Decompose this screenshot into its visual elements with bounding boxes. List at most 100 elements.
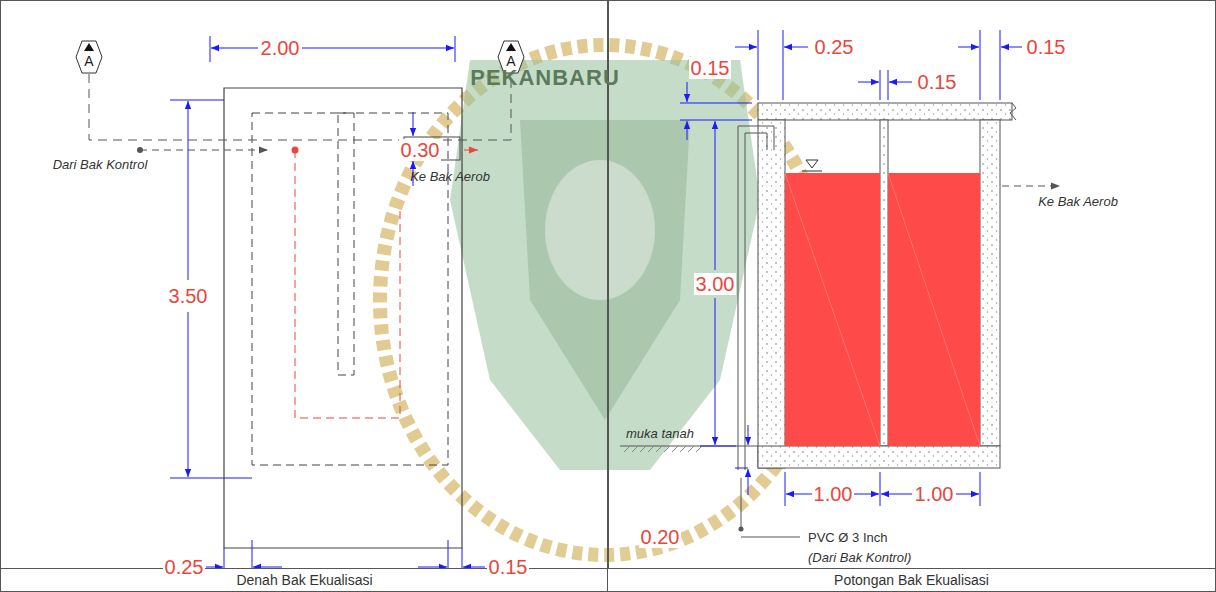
section-cut-line [89,74,511,140]
section-view-part [758,446,1000,468]
section-marker: A [75,40,103,74]
section-dimension-lines-part [880,70,881,100]
watermark-logo-part [520,120,690,420]
section-dimension-lines-part [687,82,688,102]
section-letter: A [75,53,103,69]
section-dimension-lines-part [758,30,759,100]
direction-triangle [506,43,516,51]
section-view-part [785,173,880,446]
plan-dimension-lines-part [170,478,252,479]
dimension-value: 0.20 [639,526,682,548]
view-panel: Potongan Bak Ekualisasi [607,0,1216,592]
hexagon-shape [76,41,102,73]
dimension-value: 0.25 [813,36,856,58]
plan-dimension-lines-part [188,312,189,477]
section-dimension-lines-part [785,472,786,506]
section-dimension-lines [680,30,1022,506]
section-view-part [980,120,1000,446]
plan-dimension-lines-part [302,48,454,49]
section-dimension-lines-part [735,47,757,48]
section-view-part [738,126,774,470]
section-view-part [745,133,767,470]
section-view-part [741,478,742,527]
section-view-part [888,173,980,446]
section-dimension-lines-part [715,298,716,445]
plan-view-part [338,113,354,375]
dimension-value: 0.15 [1025,36,1068,58]
plan-dimension-lines-part [455,36,456,62]
watermark-text: PEKANBARU [470,65,620,91]
section-dimension-lines-part [748,425,749,445]
plan-view-part [292,147,299,154]
plan-view [137,88,478,548]
plan-view-part [137,147,143,153]
watermark-logo-part [545,160,655,300]
dimension-value: 1.00 [812,483,855,505]
plan-view-part [464,150,478,151]
direction-triangle [84,43,94,51]
section-view-part [880,120,888,446]
dimension-value: 0.15 [916,71,959,93]
section-view-part [888,173,980,446]
section-dimension-lines-part [786,494,812,495]
plan-dimension-lines-part [170,100,224,101]
note-text: muka tanah [626,426,694,441]
plan-dimension-lines-part [413,112,414,136]
section-dimension-lines-part [854,494,879,495]
section-dimension-lines-part [858,82,879,83]
section-view-part [1010,103,1016,120]
section-dimension-lines-part [888,70,889,100]
note-text: Dari Bak Kontrol [53,157,148,172]
section-dimension-lines-part [889,82,912,83]
section-dimension-lines-part [700,446,736,447]
section-view-part [758,120,785,468]
plan-dimension-lines [170,36,485,570]
section-view-part [620,446,758,447]
plan-view-part [252,113,448,465]
note-text: Ke Bak Aerob [410,169,490,184]
section-view-part [624,446,702,452]
section-dimension-lines-part [958,47,979,48]
dimension-value: 1.00 [913,483,956,505]
plan-dimension-lines-part [252,540,253,570]
section-dimension-lines-part [735,468,748,469]
dimension-value: 3.00 [694,273,737,295]
section-dimension-lines-part [956,494,979,495]
section-dimension-lines-part [1000,30,1001,100]
dimension-value: 2.00 [259,37,302,59]
section-dimension-lines-part [783,30,784,100]
section-view-part [806,160,818,168]
plan-dimension-lines-part [211,48,258,49]
section-dimension-lines-part [784,47,808,48]
dimension-value: 0.15 [689,57,732,79]
section-view-part [785,173,880,446]
section-dimension-lines-part [680,103,752,104]
section-dimension-lines-part [680,120,752,121]
plan-dimension-lines-part [462,548,463,570]
plan-dimension-lines-part [448,540,449,570]
section-dimension-lines-part [1001,47,1022,48]
dimension-value: 0.15 [487,556,530,578]
section-dimension-lines-part [881,494,912,495]
plan-dimension-lines-part [210,36,211,62]
panel-caption: Potongan Bak Ekualisasi [608,568,1215,591]
section-view-part [758,103,1012,120]
plan-view-part [140,150,268,151]
watermark-logo-part [450,60,760,470]
section-dimension-lines-part [715,121,716,270]
section-view-part [1002,186,1060,187]
note-text: PVC Ø 3 Inch [808,530,887,545]
note-text: Ke Bak Aerob [1038,194,1118,209]
plan-view-part [224,88,462,548]
section-view-part [802,171,822,172]
dimension-value: 0.25 [163,556,206,578]
plan-dimension-lines-part [188,101,189,280]
section-view-part [741,537,800,538]
section-view-part [739,527,744,532]
dimension-value: 0.30 [399,139,442,161]
dimension-value: 3.50 [167,285,210,307]
section-dimension-lines-part [748,469,749,495]
section-view [620,103,1060,575]
plan-dimension-lines-part [224,548,225,570]
